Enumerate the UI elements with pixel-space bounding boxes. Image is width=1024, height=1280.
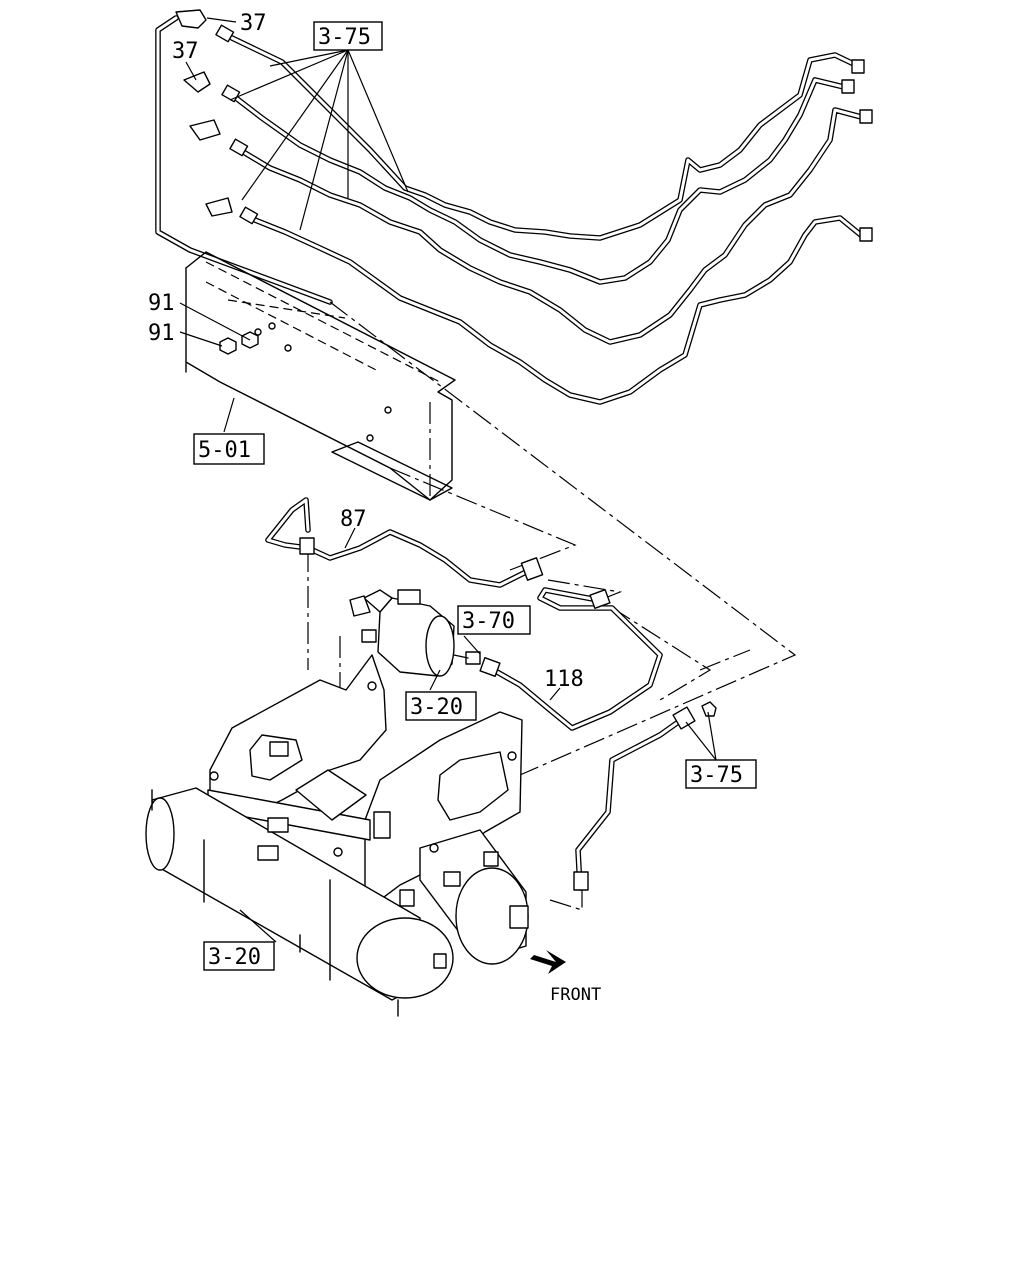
ref-box-3-20-valve <box>405 691 477 721</box>
nuts-91 <box>219 331 259 355</box>
ref-box-3-70 <box>457 605 531 635</box>
label-91-upper: 91 <box>148 291 175 316</box>
pipe-87 <box>265 497 544 588</box>
frame-assembly <box>145 654 529 1017</box>
label-91-lower: 91 <box>148 321 175 346</box>
label-3-20-valve: 3-20 <box>410 695 463 720</box>
label-3-75-top: 3-75 <box>318 25 371 50</box>
label-3-75-lower: 3-75 <box>690 763 743 788</box>
ref-box-3-20-tanks <box>203 941 275 971</box>
front-arrow-icon <box>530 950 566 974</box>
front-label: FRONT <box>550 985 601 1005</box>
label-37-top: 37 <box>240 11 267 36</box>
ref-box-3-75-top <box>313 21 383 51</box>
relay-valve <box>349 589 481 677</box>
ref-box-5-01 <box>193 433 265 465</box>
label-87: 87 <box>340 507 367 532</box>
label-5-01: 5-01 <box>198 438 251 463</box>
label-118: 118 <box>544 667 584 692</box>
crossmember-bracket <box>185 251 456 501</box>
callout-labels: 37 37 3-75 91 91 5-01 87 3-70 118 3-20 3… <box>148 11 757 1005</box>
ref-box-3-75-lower <box>685 759 757 789</box>
label-3-20-tanks: 3-20 <box>208 945 261 970</box>
pipe-end-nuts <box>215 24 873 242</box>
label-37-second: 37 <box>172 39 199 64</box>
upper-pipe-harness <box>155 15 868 405</box>
leader-lines <box>179 17 717 943</box>
elbow-fittings-37 <box>175 9 233 217</box>
label-3-70: 3-70 <box>462 609 515 634</box>
lower-pipe-3-75 <box>573 701 717 891</box>
pipe-118 <box>479 587 663 731</box>
